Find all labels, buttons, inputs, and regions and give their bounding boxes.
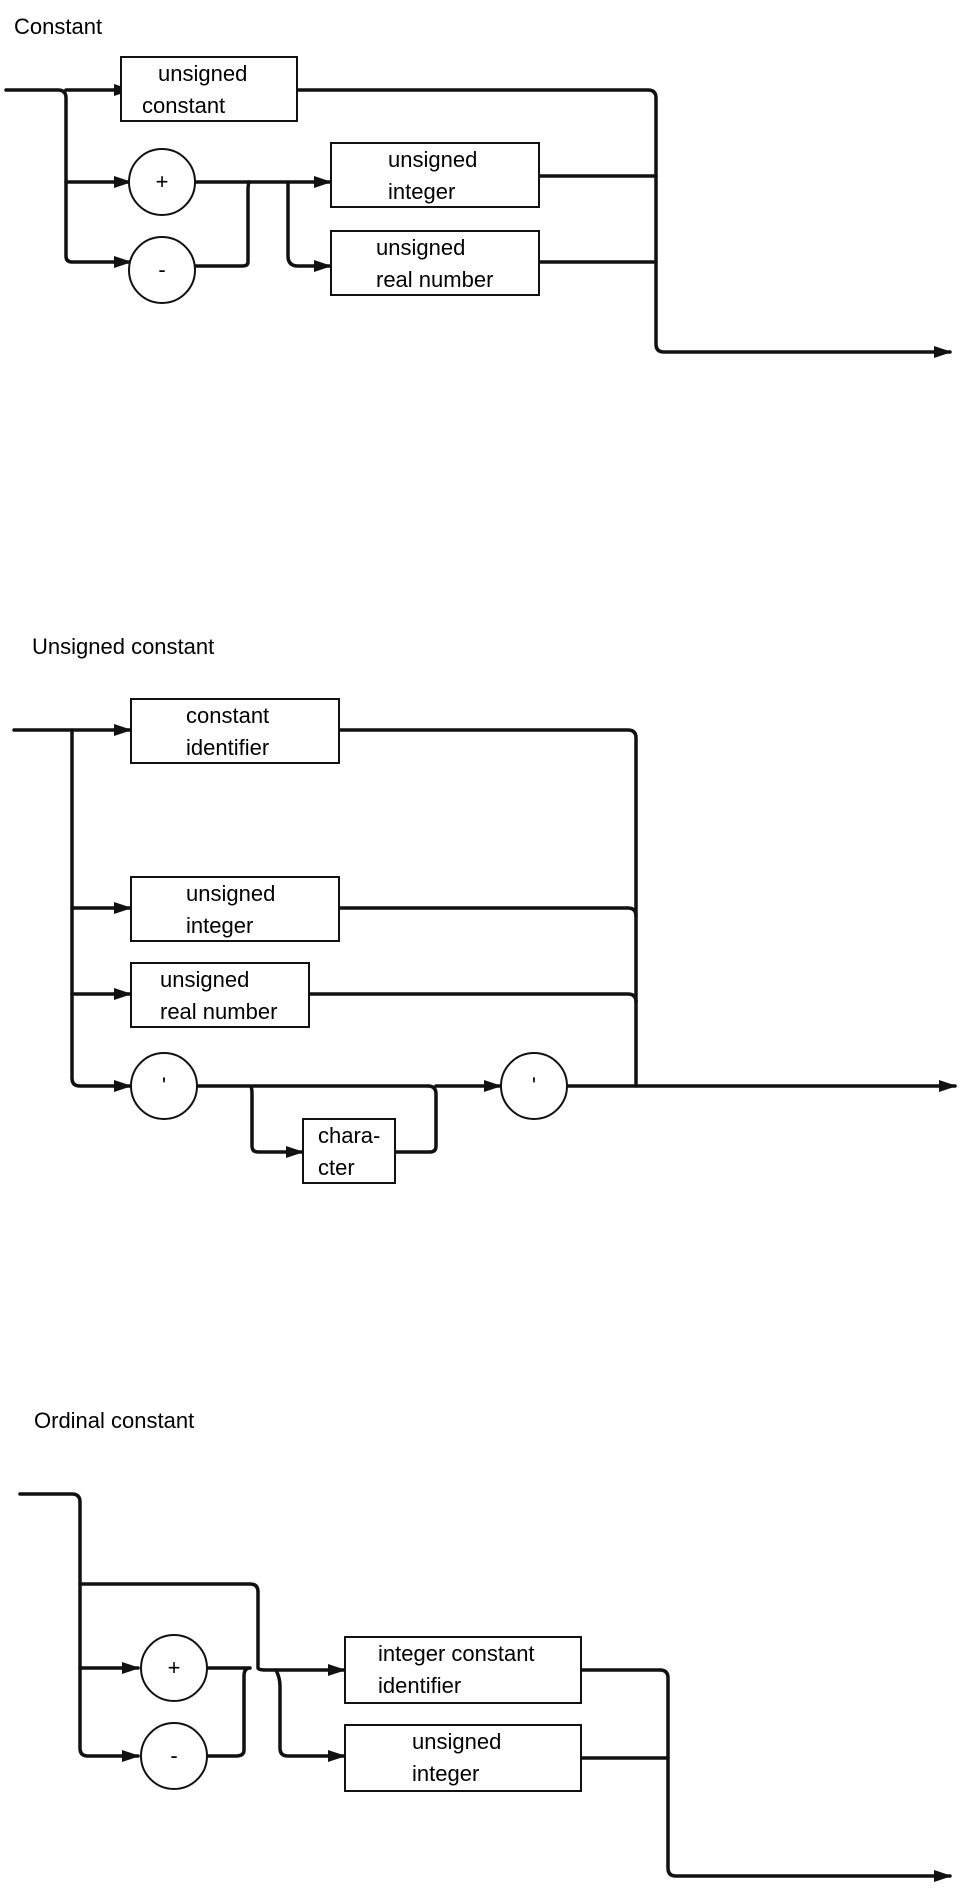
box-unsigned-real-number: unsigned real number <box>330 230 540 296</box>
box-constant-identifier: constant identifier <box>130 698 340 764</box>
box-label-line-1: unsigned <box>160 967 250 992</box>
box-label-line-2: integer <box>412 1761 480 1786</box>
plus-sign-terminal: + <box>128 148 196 216</box>
box-unsigned-constant: unsigned constant <box>120 56 298 122</box>
box-label-line-2: constant <box>142 93 226 118</box>
box-unsigned-integer: unsigned integer <box>344 1724 582 1792</box>
box-label-line-1: unsigned <box>412 1729 502 1754</box>
box-label-line-1: unsigned <box>186 881 276 906</box>
box-label-line-1: unsigned <box>376 235 466 260</box>
box-label-line-1: unsigned <box>388 147 478 172</box>
box-label-line-2: integer <box>186 913 254 938</box>
diagram-title-ordinal-constant: Ordinal constant <box>34 1408 195 1433</box>
box-unsigned-integer: unsigned integer <box>330 142 540 208</box>
box-unsigned-integer: unsigned integer <box>130 876 340 942</box>
minus-sign-terminal: - <box>128 236 196 304</box>
open-quote-terminal: ' <box>130 1052 198 1120</box>
box-integer-constant-identifier: integer constant identifier <box>344 1636 582 1704</box>
box-character: chara- cter <box>302 1118 396 1184</box>
box-label-line-2: identifier <box>186 735 270 760</box>
box-label-line-1: integer constant <box>378 1641 535 1666</box>
box-label-line-2: identifier <box>378 1673 462 1698</box>
box-unsigned-real-number: unsigned real number <box>130 962 310 1028</box>
diagram-title-unsigned-constant: Unsigned constant <box>32 634 215 659</box>
minus-sign-terminal: - <box>140 1722 208 1790</box>
box-label-line-2: real number <box>376 267 494 292</box>
plus-sign-terminal: + <box>140 1634 208 1702</box>
box-label-line-1: unsigned <box>158 61 248 86</box>
box-label-line-2: cter <box>318 1155 355 1180</box>
close-quote-terminal: ' <box>500 1052 568 1120</box>
box-label-line-2: integer <box>388 179 456 204</box>
box-label-line-1: chara- <box>318 1123 381 1148</box>
diagram-title-constant: Constant <box>14 14 103 39</box>
box-label-line-1: constant <box>186 703 270 728</box>
box-label-line-2: real number <box>160 999 278 1024</box>
